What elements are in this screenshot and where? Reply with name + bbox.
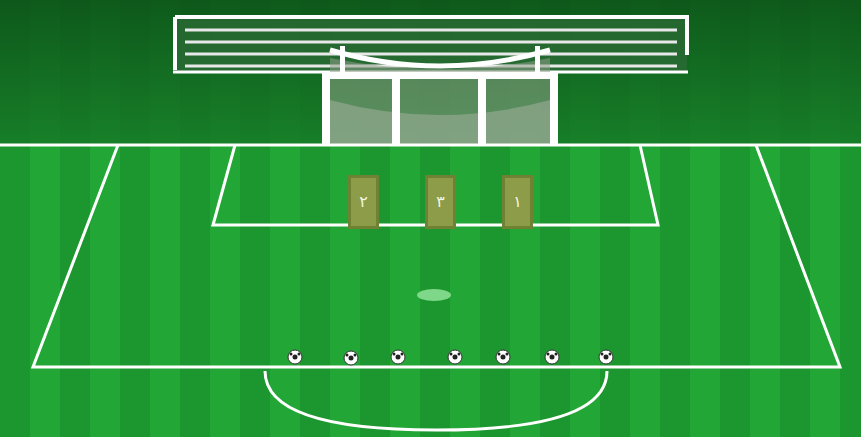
marker-number: ٢ [359,193,368,211]
pitch-lines [0,145,861,430]
stands [173,17,688,72]
player-marker: ٣ [425,175,456,229]
player-marker: ٢ [348,175,379,229]
goal [322,46,558,145]
balls [288,350,613,365]
marker-number: ٣ [436,193,445,211]
marker-number: ١ [513,193,522,211]
penalty-spot [417,289,451,301]
player-marker: ١ [502,175,533,229]
